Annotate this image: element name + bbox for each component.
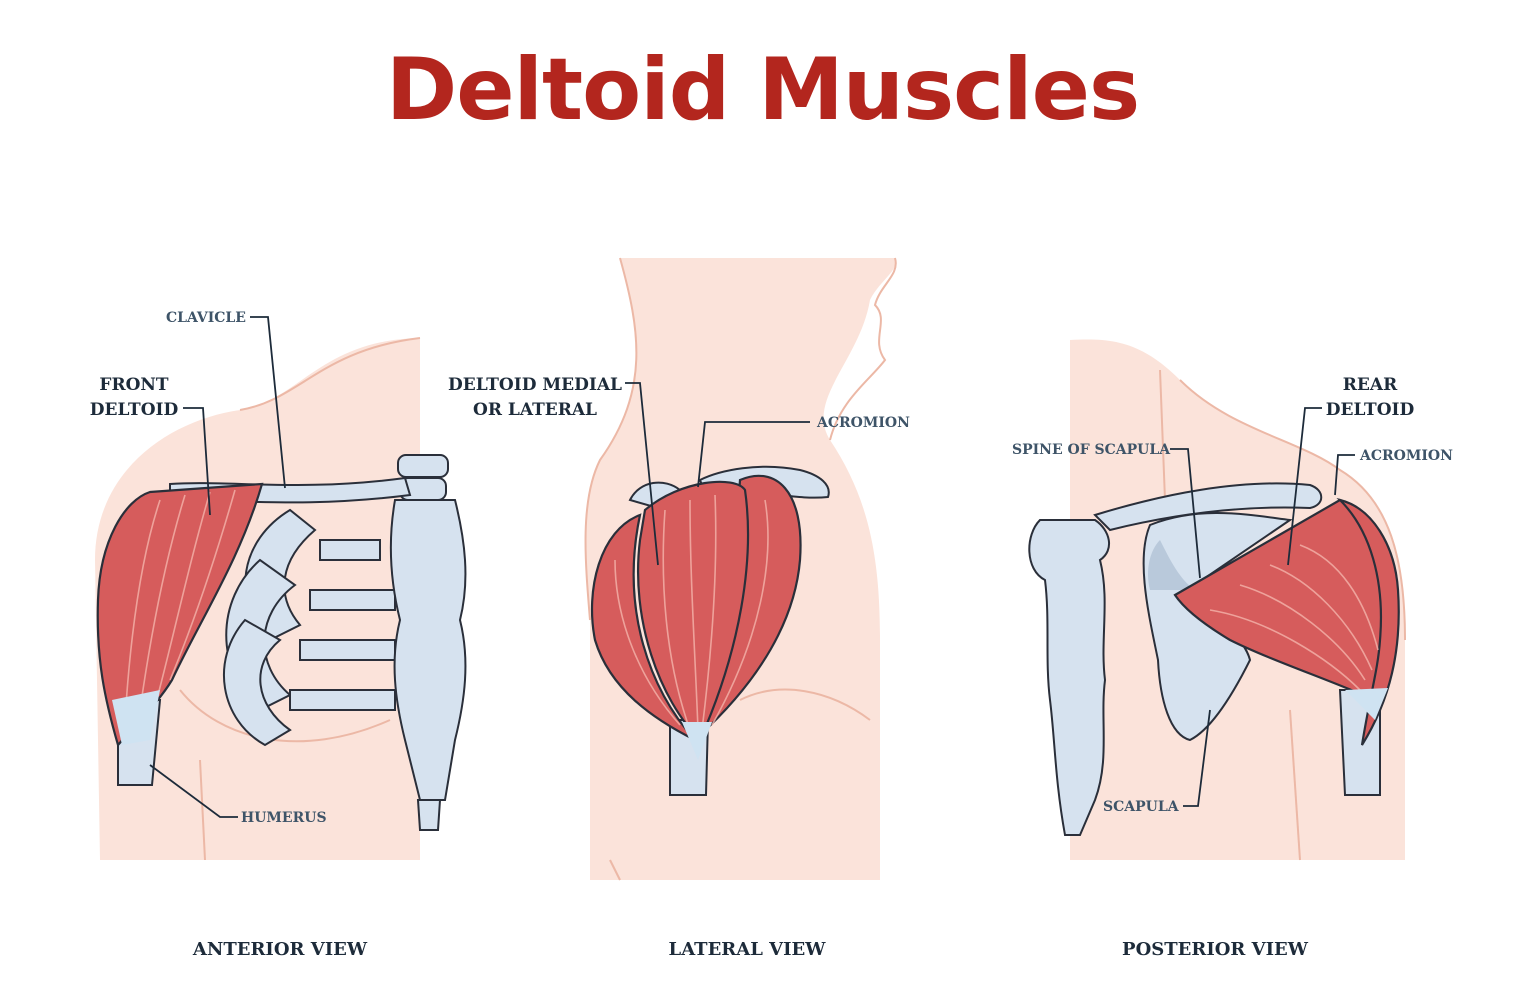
- lateral-torso-contour: [609, 859, 621, 881]
- clavicle-label: CLAVICLE: [166, 310, 246, 326]
- lateral-view-figure: [584, 257, 897, 881]
- anterior-vertebra-1: [397, 454, 449, 478]
- posterior-view-figure: [1028, 339, 1406, 861]
- humerus-leader: [149, 764, 238, 818]
- anterior-front-deltoid-muscle: [96, 482, 264, 748]
- posterior-arm-contour: [1289, 709, 1301, 861]
- front-deltoid-label-line1: FRONT: [99, 375, 169, 395]
- rear-deltoid-label-line1: REAR: [1343, 375, 1398, 395]
- lateral-neck-contour: [584, 257, 638, 621]
- deltoid-medial-leader: [625, 382, 659, 566]
- lateral-deltoid-anterior-head: [590, 513, 696, 741]
- rear-deltoid-leader: [1287, 407, 1322, 566]
- posterior-shoulder-contour: [1179, 379, 1406, 641]
- lateral-acromion-label: ACROMION: [816, 415, 910, 431]
- posterior-scapula-shade: [1148, 540, 1195, 590]
- posterior-back-contour: [1159, 369, 1166, 501]
- lateral-acromion-leader: [697, 421, 810, 488]
- front-deltoid-leader: [183, 407, 211, 516]
- posterior-spinal-column: [1028, 519, 1110, 836]
- anterior-view-figure: [95, 337, 467, 861]
- clavicle-leader: [250, 316, 286, 489]
- lateral-view-label: LATERAL VIEW: [669, 939, 827, 960]
- anterior-view-label: ANTERIOR VIEW: [192, 939, 368, 960]
- diagram-title: Deltoid Muscles: [385, 40, 1140, 140]
- anterior-ribcage: [223, 508, 396, 747]
- humerus-label: HUMERUS: [241, 810, 327, 826]
- scapula-label: SCAPULA: [1103, 799, 1180, 815]
- posterior-rear-deltoid-lateral-part: [1336, 497, 1400, 746]
- lateral-arm-contour: [739, 688, 871, 721]
- spine-of-scapula-leader: [1170, 448, 1201, 579]
- posterior-acromion-label: ACROMION: [1359, 448, 1453, 464]
- deltoid-medial-label-line1: DELTOID MEDIAL: [448, 375, 622, 395]
- scapula-leader: [1183, 709, 1211, 807]
- posterior-scapular-spine-bone: [1093, 482, 1323, 532]
- spine-of-scapula-label: SPINE OF SCAPULA: [1012, 442, 1171, 458]
- lateral-face-contour: [829, 257, 897, 441]
- posterior-acromion-leader: [1334, 454, 1355, 496]
- posterior-view-label: POSTERIOR VIEW: [1122, 939, 1309, 960]
- anterior-sternum: [389, 499, 467, 801]
- anterior-arm-contour: [199, 759, 206, 861]
- rear-deltoid-label-line2: DELTOID: [1326, 400, 1415, 420]
- deltoid-medial-label-line2: OR LATERAL: [473, 400, 597, 420]
- front-deltoid-label-line2: DELTOID: [90, 400, 179, 420]
- anterior-skin-contour: [239, 337, 421, 411]
- anterior-xiphoid: [416, 799, 442, 831]
